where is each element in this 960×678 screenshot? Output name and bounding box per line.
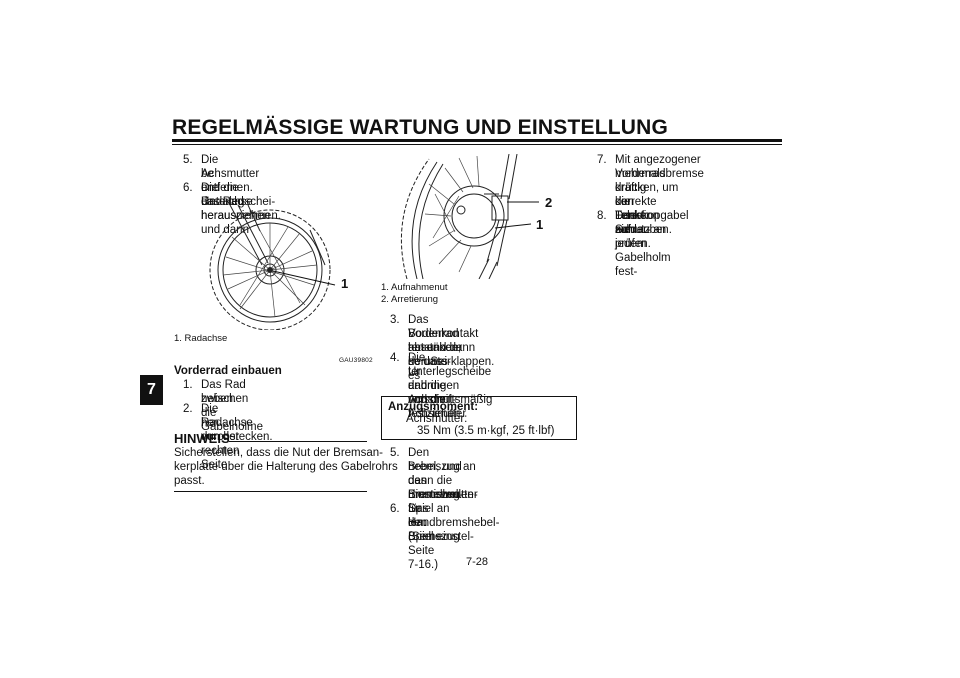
chapter-tab: 7 xyxy=(140,375,163,405)
figure-callout-2: 2 xyxy=(545,195,553,210)
step-text: hebel, und dann die Einstellmutter für xyxy=(408,461,478,515)
page-title: REGELMÄSSIGE WARTUNG UND EINSTELLUNG xyxy=(172,116,669,139)
step-text: Das Vorderrad absenken, so dass es xyxy=(408,314,462,382)
brake-hub-illustration xyxy=(400,154,539,279)
step-text: montieren. xyxy=(408,489,463,501)
step-number: 1. xyxy=(183,379,193,391)
step-text: Die Radachse von der rechten Seite xyxy=(201,403,253,471)
note-rule xyxy=(229,441,367,442)
header-rule xyxy=(172,139,782,142)
step-text: her durchstecken. xyxy=(201,417,273,443)
step-text: Das Rad zwischen die Gabelholme xyxy=(201,379,264,433)
torque-label: Achsmutter: xyxy=(406,413,468,425)
step-text: len. (Siehe Seite 7-16.) xyxy=(408,517,442,571)
header-rule-thin xyxy=(172,144,782,145)
step-number: 6. xyxy=(183,182,193,194)
step-text: Die Unterlegscheibe und die Achsmut- xyxy=(408,352,492,406)
step-text: Den Schutz an jedem Gabelholm fest- xyxy=(615,210,671,278)
note-bottom-rule xyxy=(174,491,367,492)
reference-code: GAU39802 xyxy=(339,357,373,364)
step-text: Den Bremszug an den Bremswellen- xyxy=(408,447,478,501)
page-number: 7-28 xyxy=(466,556,489,568)
figure-callout-1: 1 xyxy=(536,217,544,232)
section-title: Vorderrad einbauen xyxy=(174,365,282,377)
torque-spec-box: Anzugsmoment: Achsmutter: 35 Nm (3.5 m·k… xyxy=(381,396,577,440)
figure-caption: 1. Aufnahmenut xyxy=(381,282,448,293)
step-text: tenständer herunterklappen. xyxy=(408,342,495,368)
step-text: be entfernen. xyxy=(201,168,253,194)
step-text: Mit angezogener Vorderradbremse xyxy=(615,154,704,180)
figure-caption: 2. Arretierung xyxy=(381,294,439,305)
figure-callout-1: 1 xyxy=(341,276,349,291)
torque-title: Anzugsmoment: xyxy=(388,401,479,413)
wheel-axle-illustration xyxy=(209,205,336,330)
step-number: 2. xyxy=(183,403,193,415)
step-number: 5. xyxy=(390,447,400,459)
step-text: korrekte Funktion zu prüfen. xyxy=(615,196,660,250)
figure-caption: 1. Radachse xyxy=(174,333,228,344)
step-number: 6. xyxy=(390,503,400,515)
step-number: 8. xyxy=(597,210,607,222)
note-text: passt. xyxy=(174,475,205,487)
step-text: das Bremszug-Spiel an den Bremszug xyxy=(408,475,464,543)
step-text: drücken, um die Teleskopgabel auf xyxy=(615,182,689,236)
step-number: 4. xyxy=(390,352,400,364)
note-title: HINWEIS xyxy=(174,431,230,446)
step-text: heben. xyxy=(201,393,237,405)
torque-value: 35 Nm (3.5 m·kgf, 25 ft·lbf) xyxy=(417,425,555,437)
step-text: Bodenkontakt hat und dann den Sei- xyxy=(408,328,479,368)
step-text: dann vorschriftsmäßig festziehen. xyxy=(408,380,493,420)
step-number: 5. xyxy=(183,154,193,166)
note-text: kerplatte über die Halterung des Gabelro… xyxy=(174,461,398,473)
step-text: Das Handbremshebel-Spiel einstel- xyxy=(408,503,500,543)
note-text: Sicherstellen, dass die Nut der Bremsan- xyxy=(174,447,384,459)
step-text: ter anbringen und die Achsmutter xyxy=(408,366,467,420)
step-number: 3. xyxy=(390,314,400,326)
step-text: mehrmals kräftig den Lenker nieder- xyxy=(615,168,666,236)
step-number: 7. xyxy=(597,154,607,166)
step-text: Die Achsmutter und die Unterlegschei- xyxy=(201,154,276,208)
step-text: schrauben. xyxy=(615,224,672,236)
